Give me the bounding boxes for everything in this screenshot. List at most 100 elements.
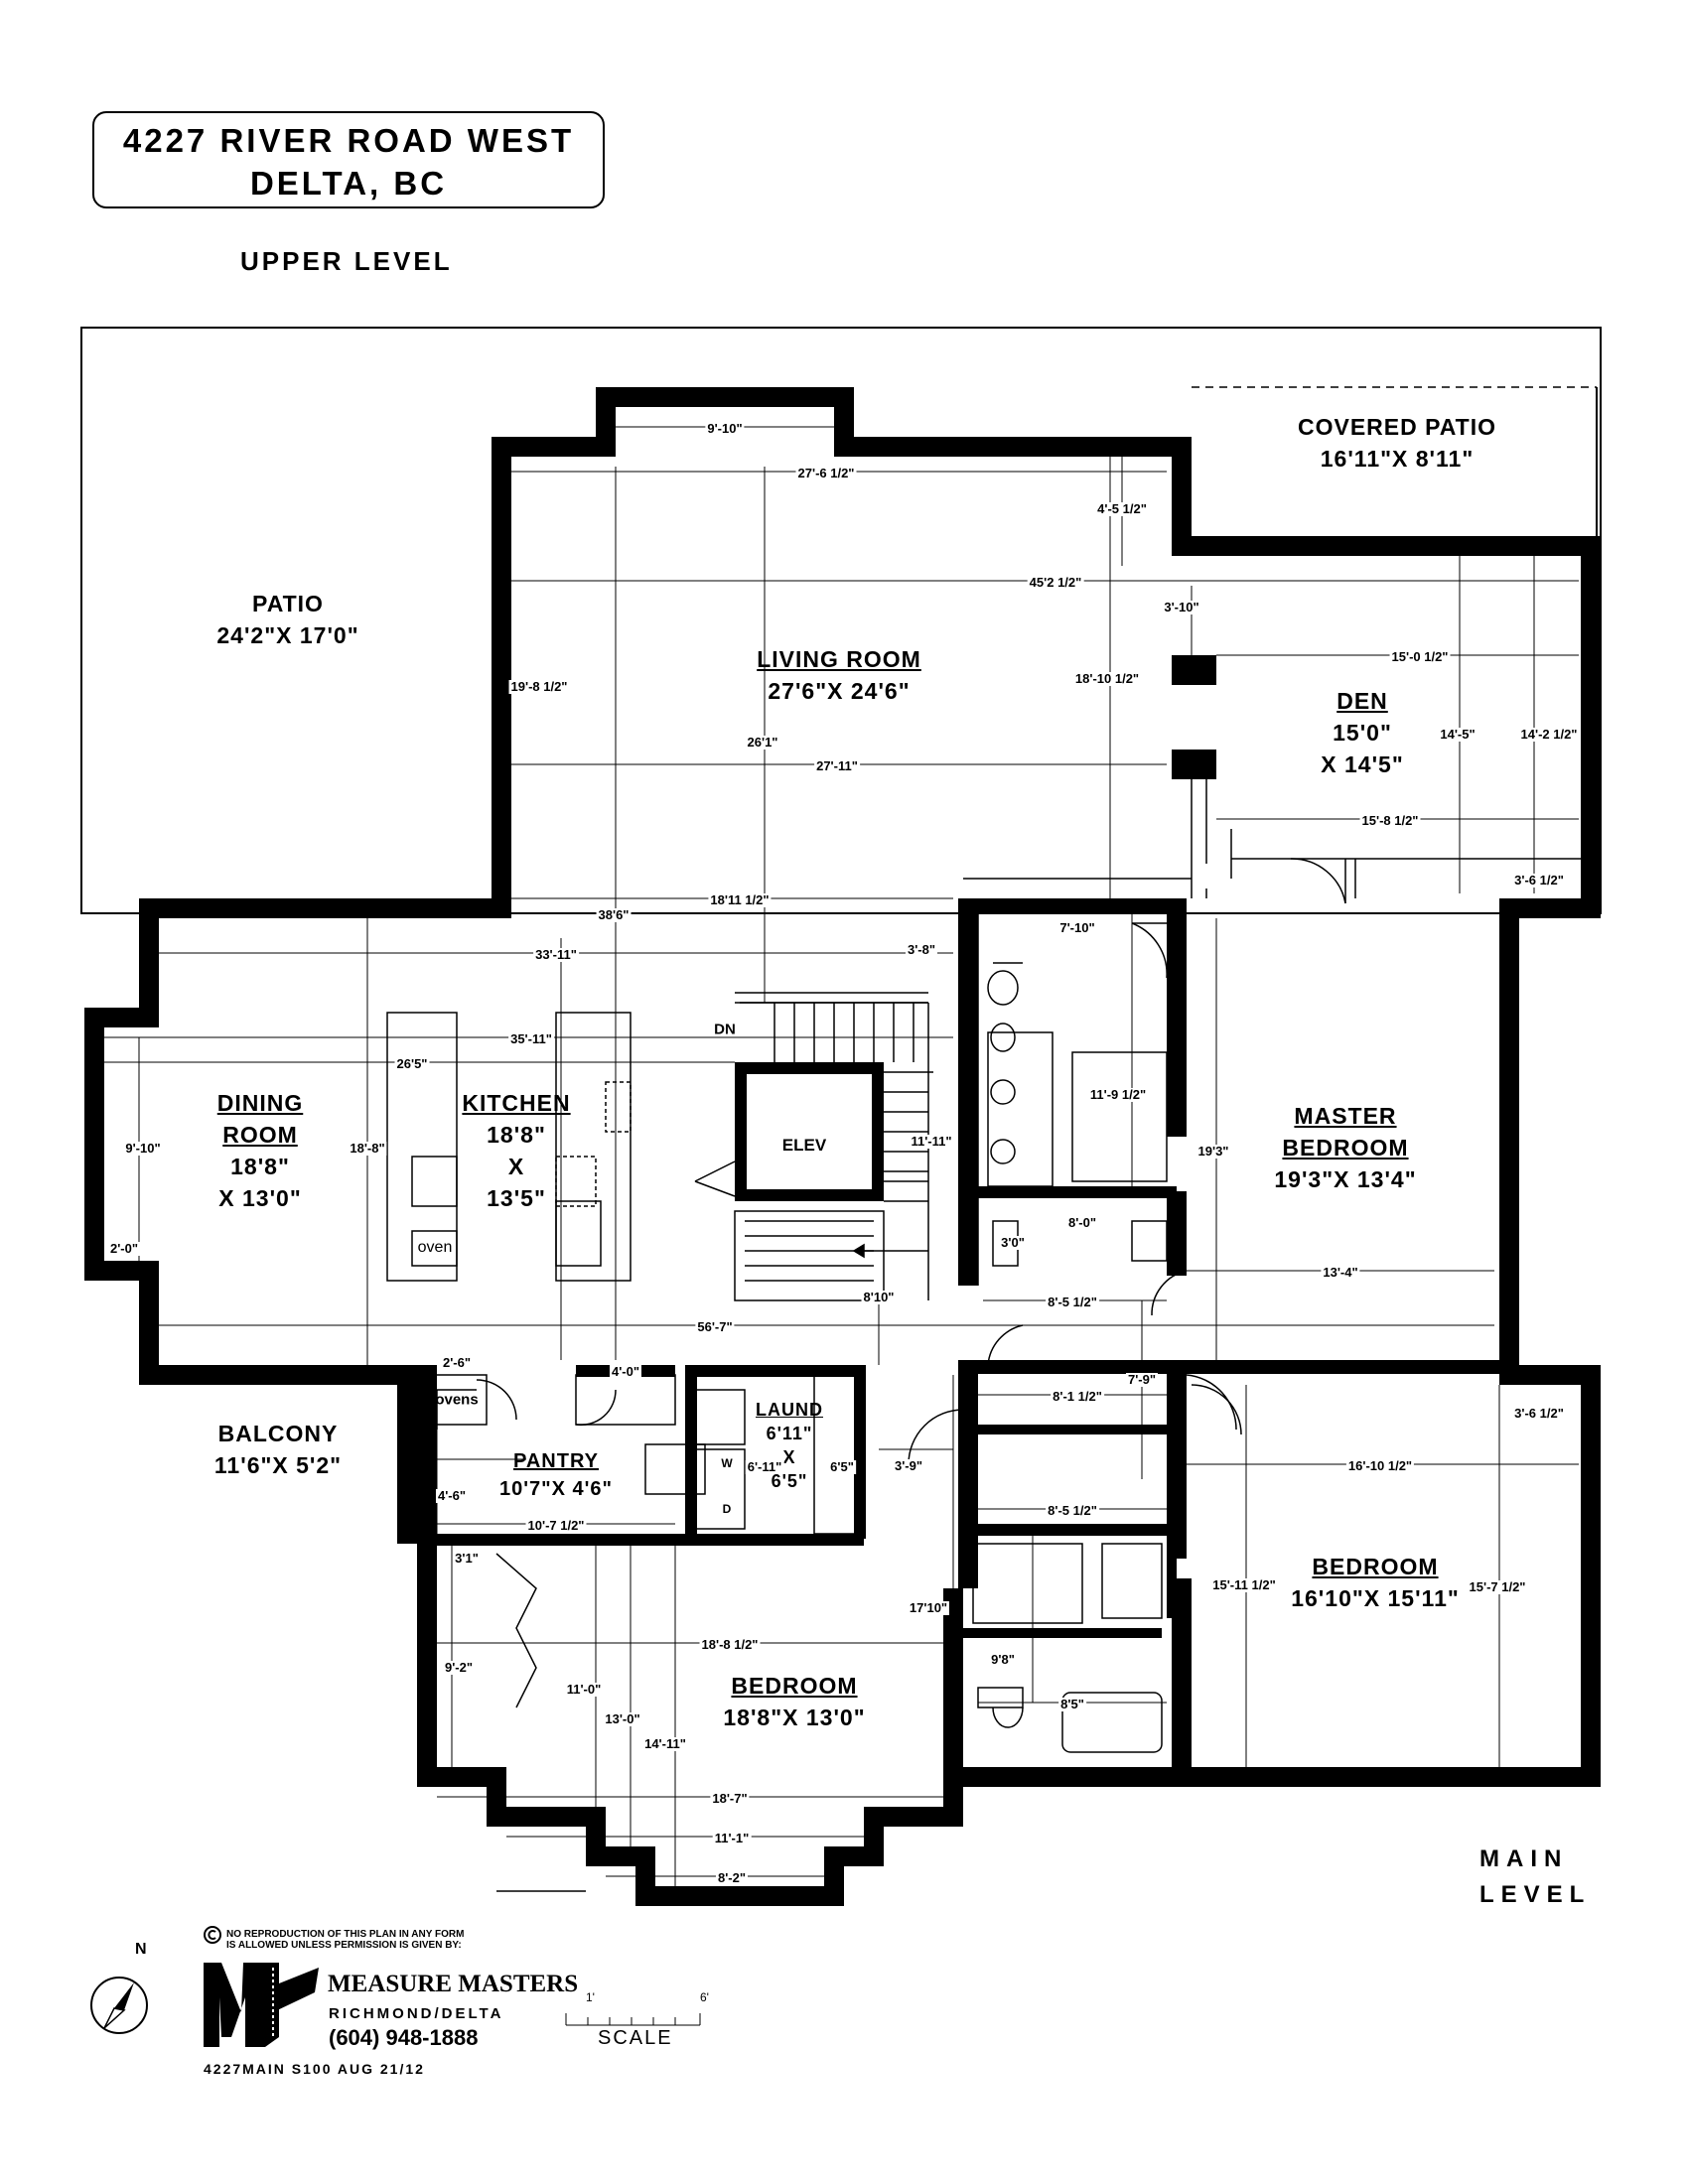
dimension-label: 14'-2 1/2"	[1518, 727, 1580, 742]
dimension-label: 18'11 1/2"	[708, 892, 772, 907]
exterior-walls	[84, 387, 1601, 1906]
room-living-name: LIVING ROOM	[757, 646, 921, 672]
dimension-label: 45'2 1/2"	[1027, 575, 1084, 590]
ovens-label: ovens	[435, 1391, 479, 1409]
scale-start-label: 1'	[586, 1990, 595, 2004]
copyright-notice: NO REPRODUCTION OF THIS PLAN IN ANY FORM…	[226, 1929, 464, 1951]
room-bedroom3-size: 18'8"X 13'0"	[723, 1705, 866, 1730]
dimension-label: 15'-0 1/2"	[1389, 649, 1451, 664]
dimension-label: 16'-10 1/2"	[1345, 1458, 1415, 1473]
dimension-label: 8'-5 1/2"	[1046, 1503, 1099, 1518]
dimension-label: 26'5"	[394, 1056, 430, 1071]
room-dining-name2: ROOM	[222, 1122, 298, 1148]
room-laundry-size3: 6'5"	[771, 1471, 808, 1491]
room-bedroom-3: BEDROOM 18'8"X 13'0"	[723, 1670, 865, 1733]
dimension-label: 10'-7 1/2"	[525, 1518, 587, 1533]
dimension-label: 13'-4"	[1321, 1265, 1360, 1280]
dimension-label: 27'-11"	[814, 758, 860, 773]
room-pantry-size: 10'7"X 4'6"	[499, 1478, 613, 1500]
dimension-label: 2'-6"	[440, 1355, 474, 1370]
dimension-label: 7'-9"	[1125, 1372, 1159, 1387]
dimension-label: 3'-8"	[905, 942, 938, 957]
dimension-label: 11'-1"	[712, 1831, 752, 1845]
dimension-label: 19'-8 1/2"	[508, 679, 570, 694]
room-dining: DINING ROOM 18'8" X 13'0"	[217, 1087, 304, 1214]
dimension-label: 4'-6"	[435, 1488, 469, 1503]
windows	[91, 392, 1590, 1895]
dimension-label: 26'1"	[745, 735, 780, 750]
dimension-label: 33'-11"	[533, 947, 579, 962]
dimension-label: 19'3"	[1196, 1144, 1231, 1159]
room-pantry-name: PANTRY	[513, 1450, 599, 1472]
dimension-label: 38'6"	[596, 907, 632, 922]
room-kitchen-name: KITCHEN	[462, 1090, 571, 1116]
measure-masters-logo-icon	[204, 1963, 319, 2047]
dimension-label: 18'-8 1/2"	[699, 1637, 761, 1652]
room-laundry-name: LAUND	[756, 1400, 823, 1420]
room-covered-patio-size: 16'11"X 8'11"	[1320, 446, 1475, 472]
dimension-label: 14'-5"	[1438, 727, 1477, 742]
dimension-label: 8'10"	[861, 1290, 897, 1304]
room-bedroom2-name: BEDROOM	[1312, 1554, 1439, 1579]
north-arrow-icon	[90, 1977, 148, 2034]
room-balcony-name: BALCONY	[217, 1421, 339, 1446]
dimension-label: 3'-10"	[1162, 600, 1201, 614]
dimension-label: 3'0"	[999, 1235, 1027, 1250]
brand-location: RICHMOND/DELTA	[329, 2005, 504, 2022]
dimension-label: 14'-11"	[642, 1736, 688, 1751]
dimension-label: 3'-6 1/2"	[1512, 1406, 1566, 1421]
dimension-label: 4'-0"	[609, 1364, 642, 1379]
room-kitchen-size2: X	[507, 1154, 525, 1179]
room-covered-patio-name: COVERED PATIO	[1298, 414, 1496, 440]
address-title-box: 4227 RIVER ROAD WEST DELTA, BC	[92, 111, 605, 208]
room-den-size2: X 14'5"	[1321, 751, 1404, 777]
oven-label: oven	[417, 1239, 453, 1256]
room-living-size: 27'6"X 24'6"	[768, 678, 911, 704]
dimension-label: 17'10"	[907, 1600, 950, 1615]
scale-bar	[565, 2013, 701, 2026]
room-den-size1: 15'0"	[1333, 720, 1392, 746]
upper-level-label: UPPER LEVEL	[240, 246, 453, 276]
elevator-label: ELEV	[781, 1136, 827, 1155]
room-kitchen-size1: 18'8"	[487, 1122, 546, 1148]
dimension-label: 9'-10"	[705, 421, 745, 436]
dimension-label: 6'5"	[828, 1459, 856, 1474]
dimension-label: 9'8"	[989, 1652, 1017, 1667]
dimension-label: 13'-0"	[603, 1711, 642, 1726]
main-level-label: MAIN LEVEL	[1479, 1842, 1591, 1913]
copyright-line1: NO REPRODUCTION OF THIS PLAN IN ANY FORM	[226, 1929, 465, 1940]
room-dining-name1: DINING	[216, 1090, 304, 1116]
room-master-bedroom: MASTER BEDROOM 19'3"X 13'4"	[1274, 1100, 1416, 1195]
brand-name: MEASURE MASTERS	[328, 1971, 579, 1997]
dimension-label: 9'-10"	[123, 1141, 163, 1156]
dimension-label: 11'-0"	[564, 1682, 604, 1697]
copyright-icon	[204, 1926, 223, 1946]
room-patio-size: 24'2"X 17'0"	[216, 622, 359, 648]
dryer-label: D	[722, 1502, 732, 1516]
dimension-label: 3'-9"	[892, 1458, 925, 1473]
dimension-label: 8'-1 1/2"	[1051, 1389, 1104, 1404]
room-laundry-size2: X	[782, 1447, 796, 1467]
room-master-name1: MASTER	[1294, 1103, 1397, 1129]
copyright-line2: IS ALLOWED UNLESS PERMISSION IS GIVEN BY…	[226, 1940, 462, 1951]
dimension-label: 2'-0"	[107, 1241, 141, 1256]
address-line-2: DELTA, BC	[249, 165, 448, 202]
dimension-label: 3'-6 1/2"	[1512, 873, 1566, 887]
room-balcony: BALCONY 11'6"X 5'2"	[214, 1418, 342, 1481]
dimension-label: 35'-11"	[508, 1031, 554, 1046]
dimension-label: 6'-11"	[745, 1459, 784, 1474]
north-label: N	[135, 1941, 147, 1958]
dimension-label: 15'-7 1/2"	[1467, 1579, 1528, 1594]
dimension-label: 11'-11"	[909, 1134, 954, 1149]
room-dining-size2: X 13'0"	[218, 1185, 302, 1211]
scale-end-label: 6'	[700, 1990, 709, 2004]
room-laundry-size1: 6'11"	[766, 1424, 813, 1443]
room-den: DEN 15'0" X 14'5"	[1321, 685, 1403, 780]
dimension-label: 15'-11 1/2"	[1210, 1577, 1278, 1592]
staircase	[740, 1002, 933, 1282]
room-pantry: PANTRY 10'7"X 4'6"	[499, 1447, 613, 1503]
dimension-label: 3'1"	[453, 1551, 481, 1566]
main-level-line1: MAIN	[1479, 1845, 1569, 1872]
room-kitchen: KITCHEN 18'8" X 13'5"	[462, 1087, 570, 1214]
dimension-label: 56'-7"	[695, 1319, 735, 1334]
